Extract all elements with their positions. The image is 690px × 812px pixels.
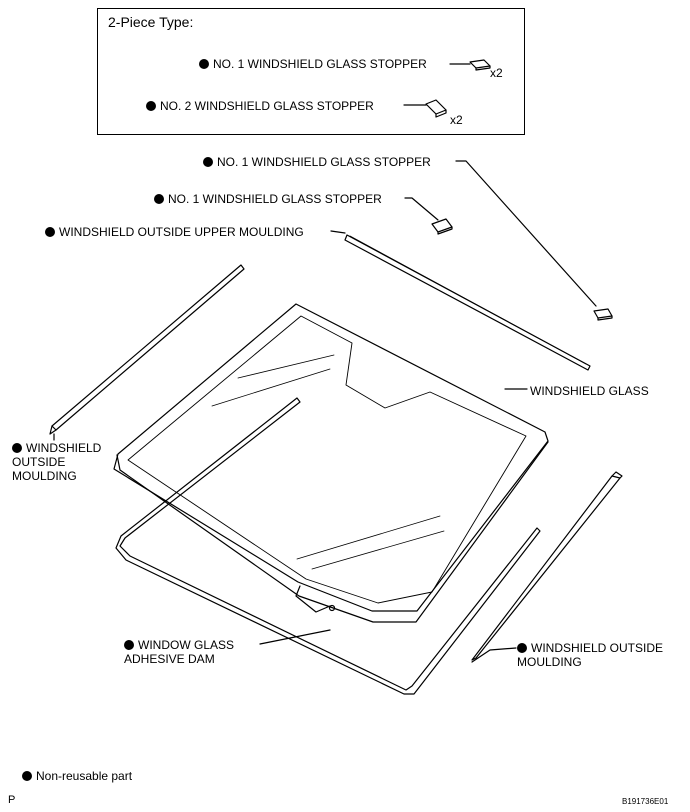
upper-moulding-label: WINDSHIELD OUTSIDE UPPER MOULDING xyxy=(45,225,304,239)
inset-title: 2-Piece Type: xyxy=(108,14,194,30)
legend-non-reusable: Non-reusable part xyxy=(22,769,132,783)
right-moulding-part xyxy=(471,471,623,661)
left-moulding-part xyxy=(49,264,245,435)
inset-stopper-1-qty: x2 xyxy=(490,66,503,80)
non-reusable-dot-icon xyxy=(12,443,22,453)
adhesive-dam-leader xyxy=(259,629,331,645)
non-reusable-dot-icon xyxy=(154,194,164,204)
right-moulding-leader xyxy=(471,647,517,663)
adhesive-dam-label: WINDOW GLASS ADHESIVE DAM xyxy=(124,638,235,666)
inset-stopper-1-label: NO. 1 WINDSHIELD GLASS STOPPER xyxy=(199,57,427,71)
upper-moulding-part xyxy=(344,234,591,371)
non-reusable-dot-icon xyxy=(22,771,32,781)
stopper-center-part xyxy=(431,218,453,235)
windshield-glass-label: WINDSHIELD GLASS xyxy=(530,384,649,398)
upper-moulding-leader xyxy=(330,230,346,234)
non-reusable-dot-icon xyxy=(124,640,134,650)
non-reusable-dot-icon xyxy=(517,643,527,653)
non-reusable-dot-icon xyxy=(203,157,213,167)
figure-id: B191736E01 xyxy=(622,797,669,806)
non-reusable-dot-icon xyxy=(146,101,156,111)
stopper-center-leader xyxy=(404,197,439,221)
stopper-center-label: NO. 1 WINDSHIELD GLASS STOPPER xyxy=(154,192,382,206)
stopper-right-leader xyxy=(455,160,597,307)
two-piece-inset-box xyxy=(97,8,525,135)
inset-stopper-1-part xyxy=(469,59,491,71)
inset-stopper-2-part xyxy=(425,99,447,118)
inset-stopper-2-label: NO. 2 WINDSHIELD GLASS STOPPER xyxy=(146,99,374,113)
outside-moulding-right-label: WINDSHIELD OUTSIDE MOULDING xyxy=(517,641,664,669)
non-reusable-dot-icon xyxy=(199,59,209,69)
stopper-right-label: NO. 1 WINDSHIELD GLASS STOPPER xyxy=(203,155,431,169)
non-reusable-dot-icon xyxy=(45,227,55,237)
stopper-right-part xyxy=(593,308,613,321)
outside-moulding-left-label: WINDSHIELD OUTSIDE MOULDING xyxy=(12,441,102,483)
footer-left-mark: P xyxy=(8,794,16,806)
windshield-glass-part xyxy=(113,303,549,623)
adhesive-dam-part xyxy=(115,397,541,695)
inset-stopper-2-qty: x2 xyxy=(450,113,463,127)
